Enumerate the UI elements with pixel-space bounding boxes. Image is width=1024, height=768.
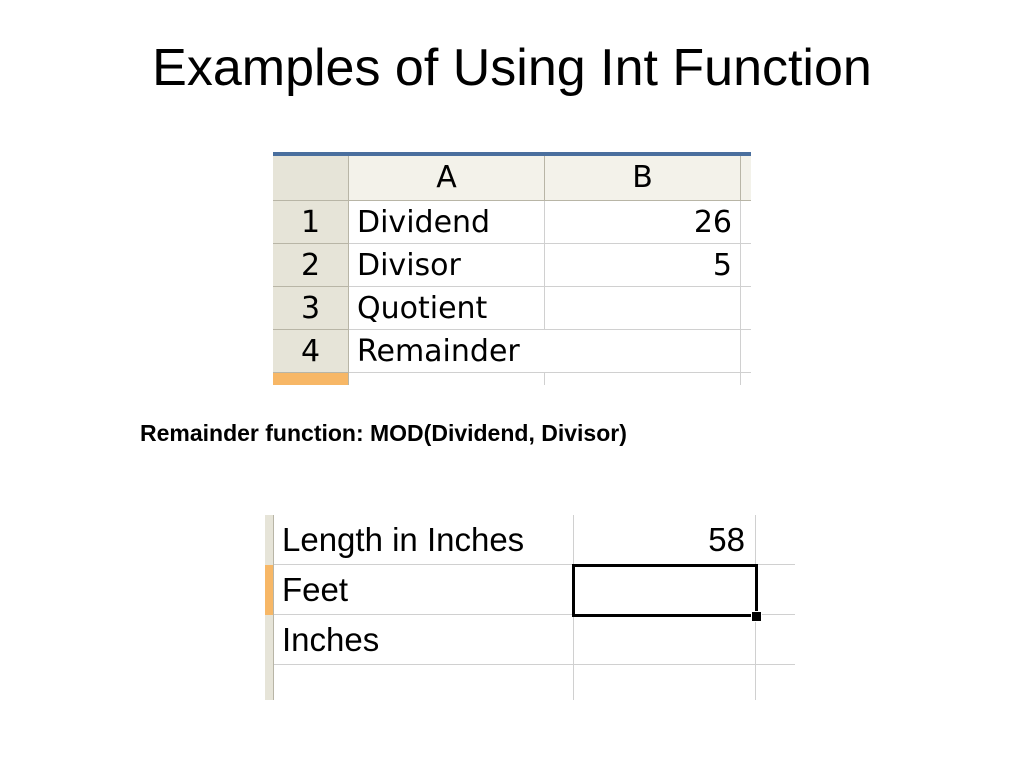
row-header-5-selected[interactable]: [273, 373, 349, 385]
column-header-c[interactable]: [741, 156, 751, 201]
cell-empty-r3[interactable]: [756, 615, 795, 665]
cell-a4[interactable]: Remainder: [349, 330, 545, 373]
cell-a5[interactable]: [349, 373, 545, 385]
cell-b4[interactable]: [545, 330, 741, 373]
cell-a1[interactable]: Dividend: [349, 201, 545, 244]
cell-empty-r1[interactable]: [756, 515, 795, 565]
cell-empty-label-r4[interactable]: [274, 665, 574, 700]
column-header-b[interactable]: B: [545, 156, 741, 201]
cell-b3[interactable]: [545, 287, 741, 330]
spreadsheet-length-conversion: Length in Inches 58 Feet Inches: [265, 515, 795, 700]
row-strip-3[interactable]: [265, 615, 274, 665]
row-strip-4[interactable]: [265, 665, 274, 700]
cell-inches-value[interactable]: [574, 615, 756, 665]
cell-c5[interactable]: [741, 373, 751, 385]
cell-length-value[interactable]: 58: [574, 515, 756, 565]
cell-c4[interactable]: [741, 330, 751, 373]
row-header-2[interactable]: 2: [273, 244, 349, 287]
row-strip-2-selected[interactable]: [265, 565, 274, 615]
sheet-top-border: [273, 152, 751, 156]
slide-title: Examples of Using Int Function: [152, 39, 872, 97]
cell-empty-r4[interactable]: [756, 665, 795, 700]
cell-c3[interactable]: [741, 287, 751, 330]
cell-b2[interactable]: 5: [545, 244, 741, 287]
remainder-function-note: Remainder function: MOD(Dividend, Diviso…: [140, 420, 627, 446]
cell-b5[interactable]: [545, 373, 741, 385]
row-header-4[interactable]: 4: [273, 330, 349, 373]
cell-c2[interactable]: [741, 244, 751, 287]
fill-handle[interactable]: [751, 611, 762, 622]
active-cell-border[interactable]: [572, 564, 758, 617]
cell-empty-value-r4[interactable]: [574, 665, 756, 700]
cell-feet-label[interactable]: Feet: [274, 565, 574, 615]
cell-inches-label[interactable]: Inches: [274, 615, 574, 665]
column-header-a[interactable]: A: [349, 156, 545, 201]
row-header-3[interactable]: 3: [273, 287, 349, 330]
select-all-corner[interactable]: [273, 156, 349, 201]
cell-empty-r2[interactable]: [756, 565, 795, 615]
row-strip-1[interactable]: [265, 515, 274, 565]
cell-a3[interactable]: Quotient: [349, 287, 545, 330]
cell-b1[interactable]: 26: [545, 201, 741, 244]
cell-c1[interactable]: [741, 201, 751, 244]
cell-length-label[interactable]: Length in Inches: [274, 515, 574, 565]
cell-a2[interactable]: Divisor: [349, 244, 545, 287]
spreadsheet-dividend-divisor: A B 1 Dividend 26 2 Divisor 5 3 Quotient…: [273, 152, 751, 385]
row-header-1[interactable]: 1: [273, 201, 349, 244]
